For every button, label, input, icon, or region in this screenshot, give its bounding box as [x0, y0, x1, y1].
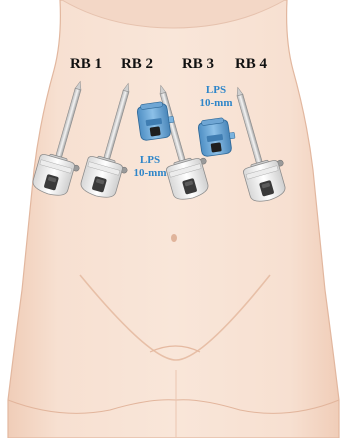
label-lps-left-line1: LPS — [140, 154, 160, 166]
label-lps-right-line2: 10-mm — [200, 97, 233, 109]
label-rb2: RB 2 — [121, 56, 153, 72]
label-rb4: RB 4 — [235, 56, 268, 72]
label-rb1: RB 1 — [70, 56, 102, 72]
label-lps-right-line1: LPS — [206, 84, 226, 96]
label-rb3: RB 3 — [182, 56, 214, 72]
label-lps-left-line2: 10-mm — [134, 167, 167, 179]
torso — [8, 0, 339, 438]
